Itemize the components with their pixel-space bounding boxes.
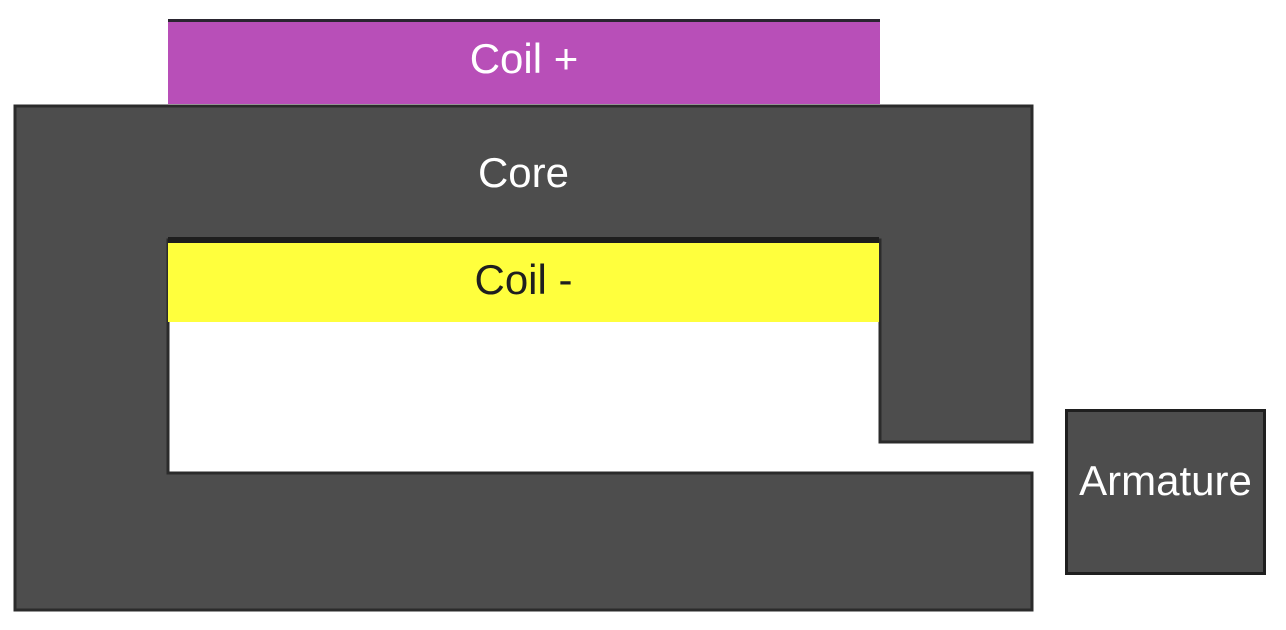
core-shape — [13, 104, 1034, 612]
coil-minus-block — [168, 237, 879, 322]
coil-plus-block — [168, 19, 880, 104]
armature-block — [1065, 409, 1266, 575]
